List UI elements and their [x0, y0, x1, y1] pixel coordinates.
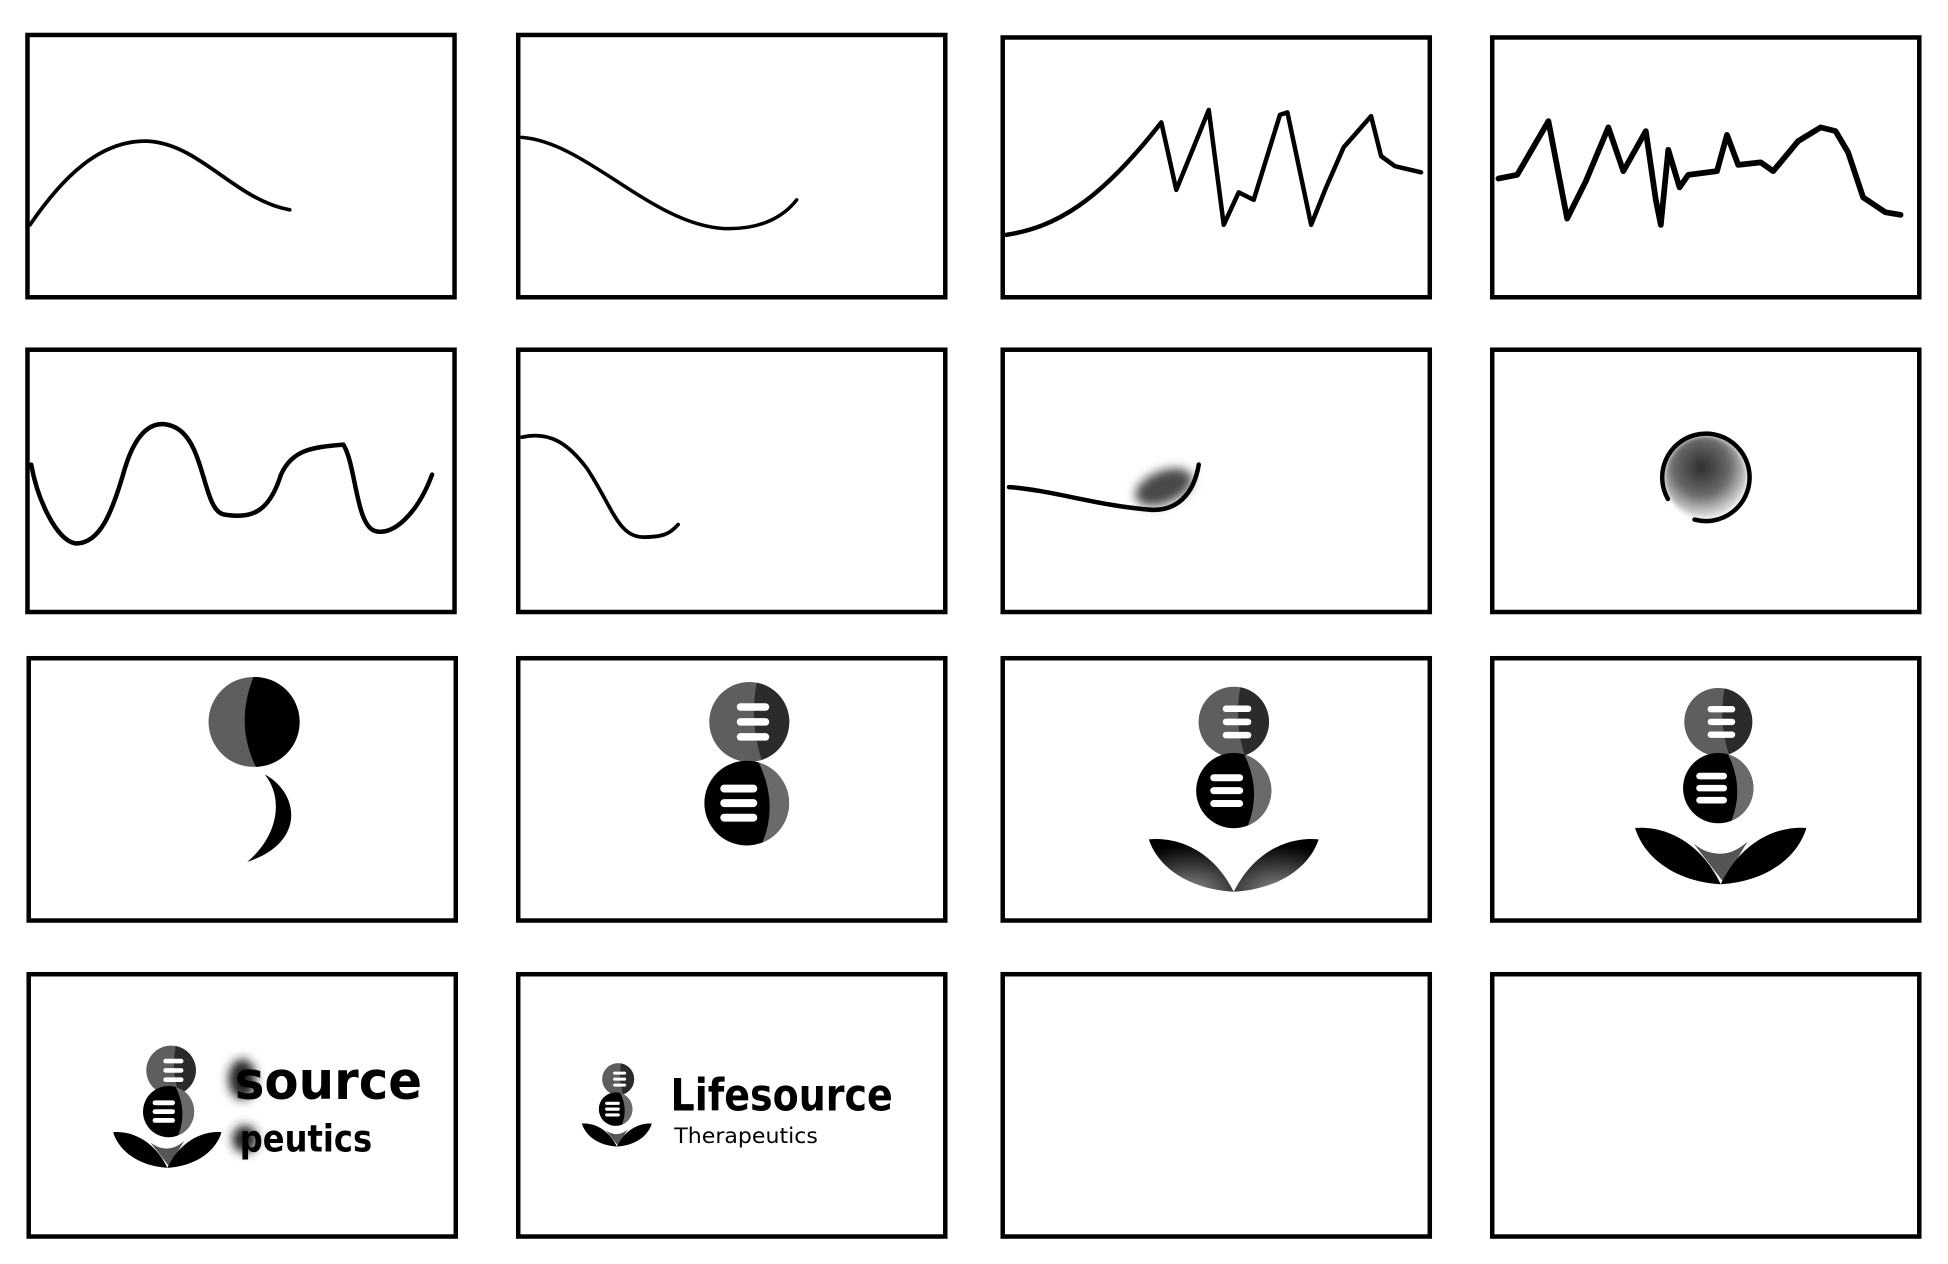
storyboard-frame-7: [1000, 347, 1433, 615]
dna-circle-bottom: [1196, 753, 1272, 829]
storyboard-frame-13: source peutics: [26, 971, 459, 1239]
orb-icon: [1659, 431, 1752, 524]
storyboard-frame-2: [515, 32, 948, 300]
frame-border: [1489, 35, 1922, 300]
heartbeat-line: [1004, 107, 1424, 238]
storyboard-frame-16: [1489, 971, 1922, 1239]
heartbeat-line-dense: [1495, 118, 1904, 228]
crescent-shape: [247, 774, 292, 862]
dna-circle-bottom: [704, 760, 790, 846]
subline-blur: [232, 1125, 258, 1153]
storyboard-frame-12: [1489, 655, 1922, 923]
storyboard-frame-3: [1000, 35, 1433, 300]
wordmark-blur: [228, 1059, 256, 1100]
split-circle-icon: [208, 676, 300, 767]
retracting-line: [520, 433, 680, 539]
frame-border: [26, 971, 459, 1239]
frame-border: [1489, 971, 1922, 1239]
draft-wordmark: source: [235, 1051, 422, 1112]
storyboard-frame-1: [25, 32, 457, 300]
frame-border: [25, 347, 457, 615]
frame-border: [1000, 347, 1433, 615]
falling-curve: [520, 135, 799, 231]
smudge-blob: [1135, 468, 1193, 506]
collapsing-line: [1006, 462, 1202, 513]
final-wordmark: Lifesource: [671, 1068, 893, 1121]
frame-border: [515, 347, 948, 615]
dna-circle-top: [709, 681, 790, 762]
storyboard-frame-11: [1000, 655, 1433, 923]
dna-circle-top: [1684, 687, 1753, 756]
orb-outline: [1659, 431, 1752, 524]
storyboard-frame-6: [515, 347, 948, 615]
draft-subline: peutics: [240, 1117, 372, 1161]
storyboard-frame-5: [25, 347, 457, 615]
frame-border: [515, 971, 948, 1239]
frame-border: [25, 32, 457, 300]
circle-black-half: [244, 676, 300, 767]
storyboard-frame-14: Lifesource Therapeutics: [515, 971, 948, 1239]
storyboard-frame-4: [1489, 35, 1922, 300]
final-subline: Therapeutics: [673, 1124, 818, 1149]
dna-icon: [143, 1086, 195, 1138]
dna-circle-top: [1198, 686, 1270, 758]
frame-border: [515, 32, 948, 300]
rising-bell-curve: [28, 139, 292, 227]
wave-line: [28, 421, 435, 546]
storyboard-frame-15: [1000, 971, 1433, 1239]
dna-icon: [598, 1092, 633, 1126]
dna-icon: [602, 1063, 635, 1096]
orb-fill: [1664, 435, 1747, 519]
storyboard-frame-10: [515, 655, 948, 923]
storyboard-frame-8: [1489, 347, 1922, 615]
dna-circle-bottom: [1683, 752, 1754, 824]
storyboard-frame-9: [26, 655, 459, 923]
frame-border: [1000, 971, 1433, 1239]
